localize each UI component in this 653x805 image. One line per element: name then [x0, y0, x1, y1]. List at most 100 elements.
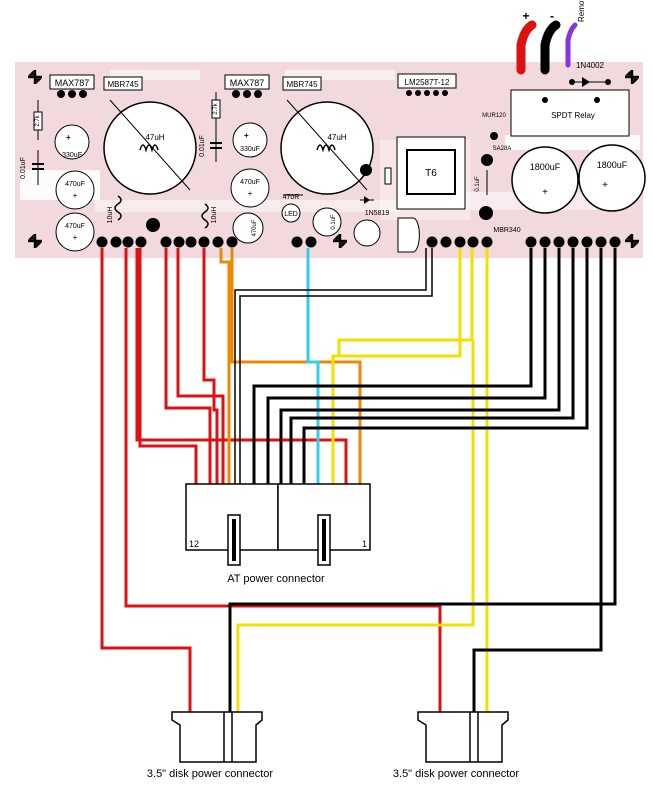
cap-330uf-b: + 330uF [232, 122, 268, 158]
floppy-connector-b: 3.5" disk power connector [393, 711, 519, 780]
ic-lm2587: LM2587T-12 [397, 73, 457, 96]
inductor-10uh-b-label: 10uH [211, 207, 218, 224]
red-wire [164, 248, 212, 484]
cap-470uf-d-label: 470uF [252, 219, 258, 236]
cap-001uf-a: 0.01uF [20, 150, 44, 185]
resistor-small [384, 167, 392, 185]
resistor-470r: 470R [283, 194, 303, 201]
pcb-board: MAX787 MBR745 MAX787 MBR745 LM2587T-12 4… [15, 61, 646, 258]
output-pad [110, 236, 122, 248]
floppy-a-body [171, 711, 263, 763]
cap-1800uf-a: 1800uF + [511, 146, 579, 214]
output-pad [539, 236, 551, 248]
black-wire [228, 248, 617, 712]
cap-1800uf-a-label: 1800uF [530, 162, 561, 172]
svg-text:+: + [602, 180, 608, 191]
resistor-470r-label: 470R [283, 194, 300, 201]
output-pad [454, 236, 466, 248]
floppy-a-label: 3.5" disk power connector [147, 768, 274, 780]
red-wire [138, 248, 198, 484]
cap-01uf-a: 0.1uF [312, 207, 342, 237]
black-wire [279, 248, 561, 484]
relay: SPDT Relay [510, 89, 630, 137]
plus-lead-wire [516, 20, 537, 75]
led: LED [281, 203, 301, 223]
diode-1n5819: 1N5819 [360, 196, 389, 217]
yellow-wire [236, 340, 475, 712]
alignment-marks [28, 70, 639, 248]
ic-max787-b: MAX787 [224, 74, 270, 98]
inductor-47uh-a: 47uH [103, 99, 197, 195]
at-connector-key-left-slot [232, 519, 236, 561]
output-pad [198, 236, 210, 248]
cap-1800uf-b: 1800uF + [578, 144, 646, 212]
output-pad [581, 236, 593, 248]
ic-mbr-b-label: MBR745 [286, 80, 318, 89]
inductor-47uh-b-label: 47uH [327, 133, 346, 142]
transformer-t6: T6 [396, 136, 466, 210]
mounting-hole [146, 218, 160, 232]
ic-mbr-b: MBR745 [282, 76, 322, 91]
black-wire [234, 248, 427, 484]
diode-mur120-label: MUR120 [482, 113, 506, 119]
floppy-b-body [417, 711, 509, 763]
at-connector-key-right-slot [322, 519, 326, 561]
cap-470uf-c: 470uF + [230, 168, 270, 208]
output-pad [567, 236, 579, 248]
inductor-10uh-a-label: 10uH [107, 207, 114, 224]
remote-lead-label: Remote [577, 0, 586, 22]
inductor-47uh-a-label: 47uH [145, 133, 164, 142]
inductor-10uh-a: 10uH [107, 195, 122, 224]
resistor-27k-a-label: 2.7k [35, 114, 41, 126]
output-pad [226, 236, 238, 248]
resistor-27k-b: 2.7k [211, 92, 221, 128]
resistor-27k-a: 2.7k [33, 100, 43, 140]
orange-wire [219, 248, 231, 484]
output-pad [595, 236, 607, 248]
cyan-wire [306, 248, 320, 484]
output-pad [173, 236, 185, 248]
orange-wire [230, 248, 362, 484]
output-pad [426, 236, 438, 248]
black-wire [289, 248, 575, 484]
svg-text:+: + [542, 187, 548, 198]
cap-001uf-b-label: 0.01uF [199, 135, 206, 157]
output-pad [305, 236, 317, 248]
output-pad [467, 236, 479, 248]
ic-mbr-a: MBR745 [103, 76, 143, 91]
at-pin-1-label: 1 [362, 539, 367, 549]
floppy-connector-a: 3.5" disk power connector [147, 711, 274, 780]
cap-470uf-c-label: 470uF [240, 179, 260, 186]
diode-mbr340-label: MBR340 [493, 227, 520, 234]
black-wire [239, 248, 433, 484]
red-wire [202, 248, 219, 484]
cap-1800uf-b-label: 1800uF [597, 160, 628, 170]
output-pad [553, 236, 565, 248]
red-wire [124, 248, 442, 712]
output-pad [135, 236, 147, 248]
cap-470uf-d: 470uF [232, 212, 264, 244]
at-power-connector: 12 1 AT power connector [185, 483, 371, 585]
black-wire [472, 248, 603, 712]
cap-small-d [360, 164, 372, 176]
output-pad [609, 236, 621, 248]
ic-max787-b-label: MAX787 [230, 78, 265, 88]
cap-01uf-a-label: 0.1uF [331, 214, 337, 230]
output-pad [481, 236, 493, 248]
cap-001uf-b: 0.01uF [199, 128, 222, 162]
cap-001uf-a-label: 0.01uF [20, 157, 27, 179]
yellow-wire [337, 248, 474, 356]
output-pad [96, 236, 108, 248]
ic-max787-a: MAX787 [49, 74, 95, 98]
svg-text:+: + [248, 189, 253, 198]
svg-text:+: + [244, 131, 249, 140]
diode-1n4002: 1N4002 [569, 61, 611, 87]
output-pad [212, 236, 224, 248]
ic-max787-a-label: MAX787 [55, 78, 90, 88]
black-wire [252, 248, 533, 484]
inductor-47uh-b: 47uH [280, 99, 374, 195]
yellow-wire [331, 248, 462, 484]
diode-1n5819-label: 1N5819 [365, 210, 390, 217]
output-pad [160, 236, 172, 248]
